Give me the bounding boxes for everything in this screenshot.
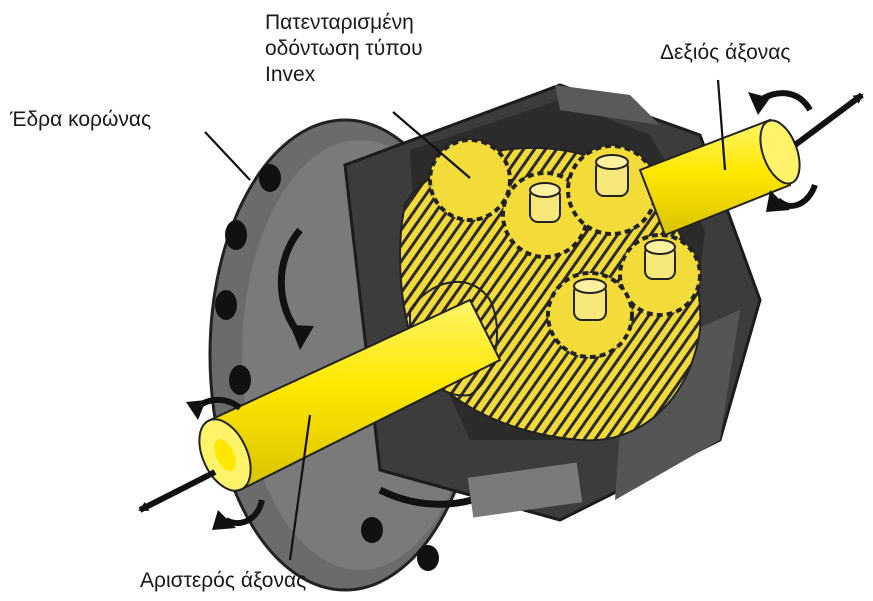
leader-crown-seat [205,132,250,180]
label-crown-seat: Έδρα κορώνας [10,107,151,133]
label-patented-teeth-line1: Πατενταρισμένη [265,10,423,36]
right-axle-rotation-arrow-top [760,93,810,110]
label-patented-teeth-line2: οδόντωση τύπου [265,36,423,62]
label-left-axle: Αριστερός άξονας [140,568,306,594]
left-axle-thrust-arrow [140,472,215,510]
label-patented-teeth-line3: Invex [265,62,423,88]
gear-top-left [430,140,510,220]
label-patented-teeth: Πατενταρισμένη οδόντωση τύπου Invex [265,10,423,88]
gear-top-right [568,146,656,234]
gear-center-low [548,273,632,357]
label-right-axle: Δεξιός άξονας [660,40,791,66]
